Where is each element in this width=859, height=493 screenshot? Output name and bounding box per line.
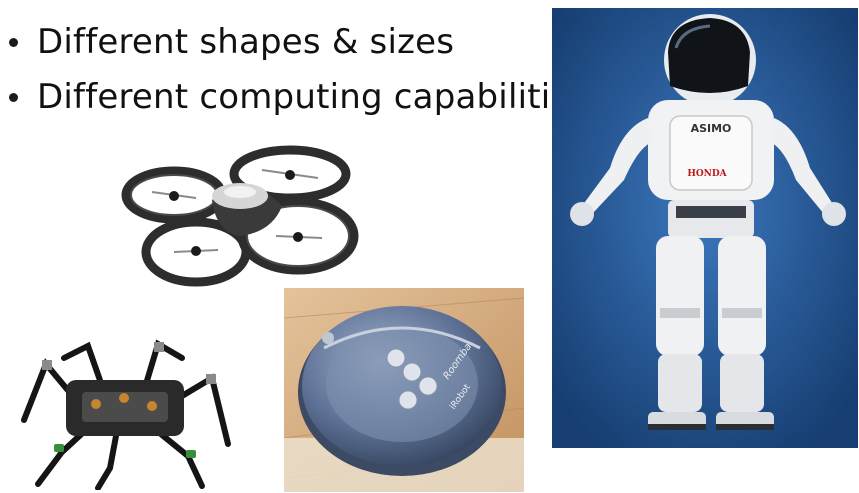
bullet-text: Different computing capabilities	[37, 77, 590, 117]
hexapod-robot-photo	[6, 324, 242, 490]
honda-label: HONDA	[687, 169, 727, 179]
bullet-dot-icon	[9, 38, 18, 47]
asimo-label: ASIMO	[691, 122, 732, 135]
robot-vacuum-photo: Roomba iRobot	[284, 288, 524, 492]
hexapod-spider-robot-icon	[21, 339, 231, 490]
humanoid-robot-icon: ASIMO HONDA	[552, 8, 858, 448]
bullet-text: Different shapes & sizes	[37, 22, 455, 62]
quadcopter-photo	[112, 140, 360, 298]
robot-vacuum-icon: Roomba iRobot	[284, 288, 524, 492]
bullet-list: Different shapes & sizes Different compu…	[0, 0, 589, 140]
bullet-dot-icon	[9, 93, 18, 102]
quadcopter-drone-icon	[121, 145, 359, 287]
humanoid-robot-photo: ASIMO HONDA	[552, 8, 858, 448]
